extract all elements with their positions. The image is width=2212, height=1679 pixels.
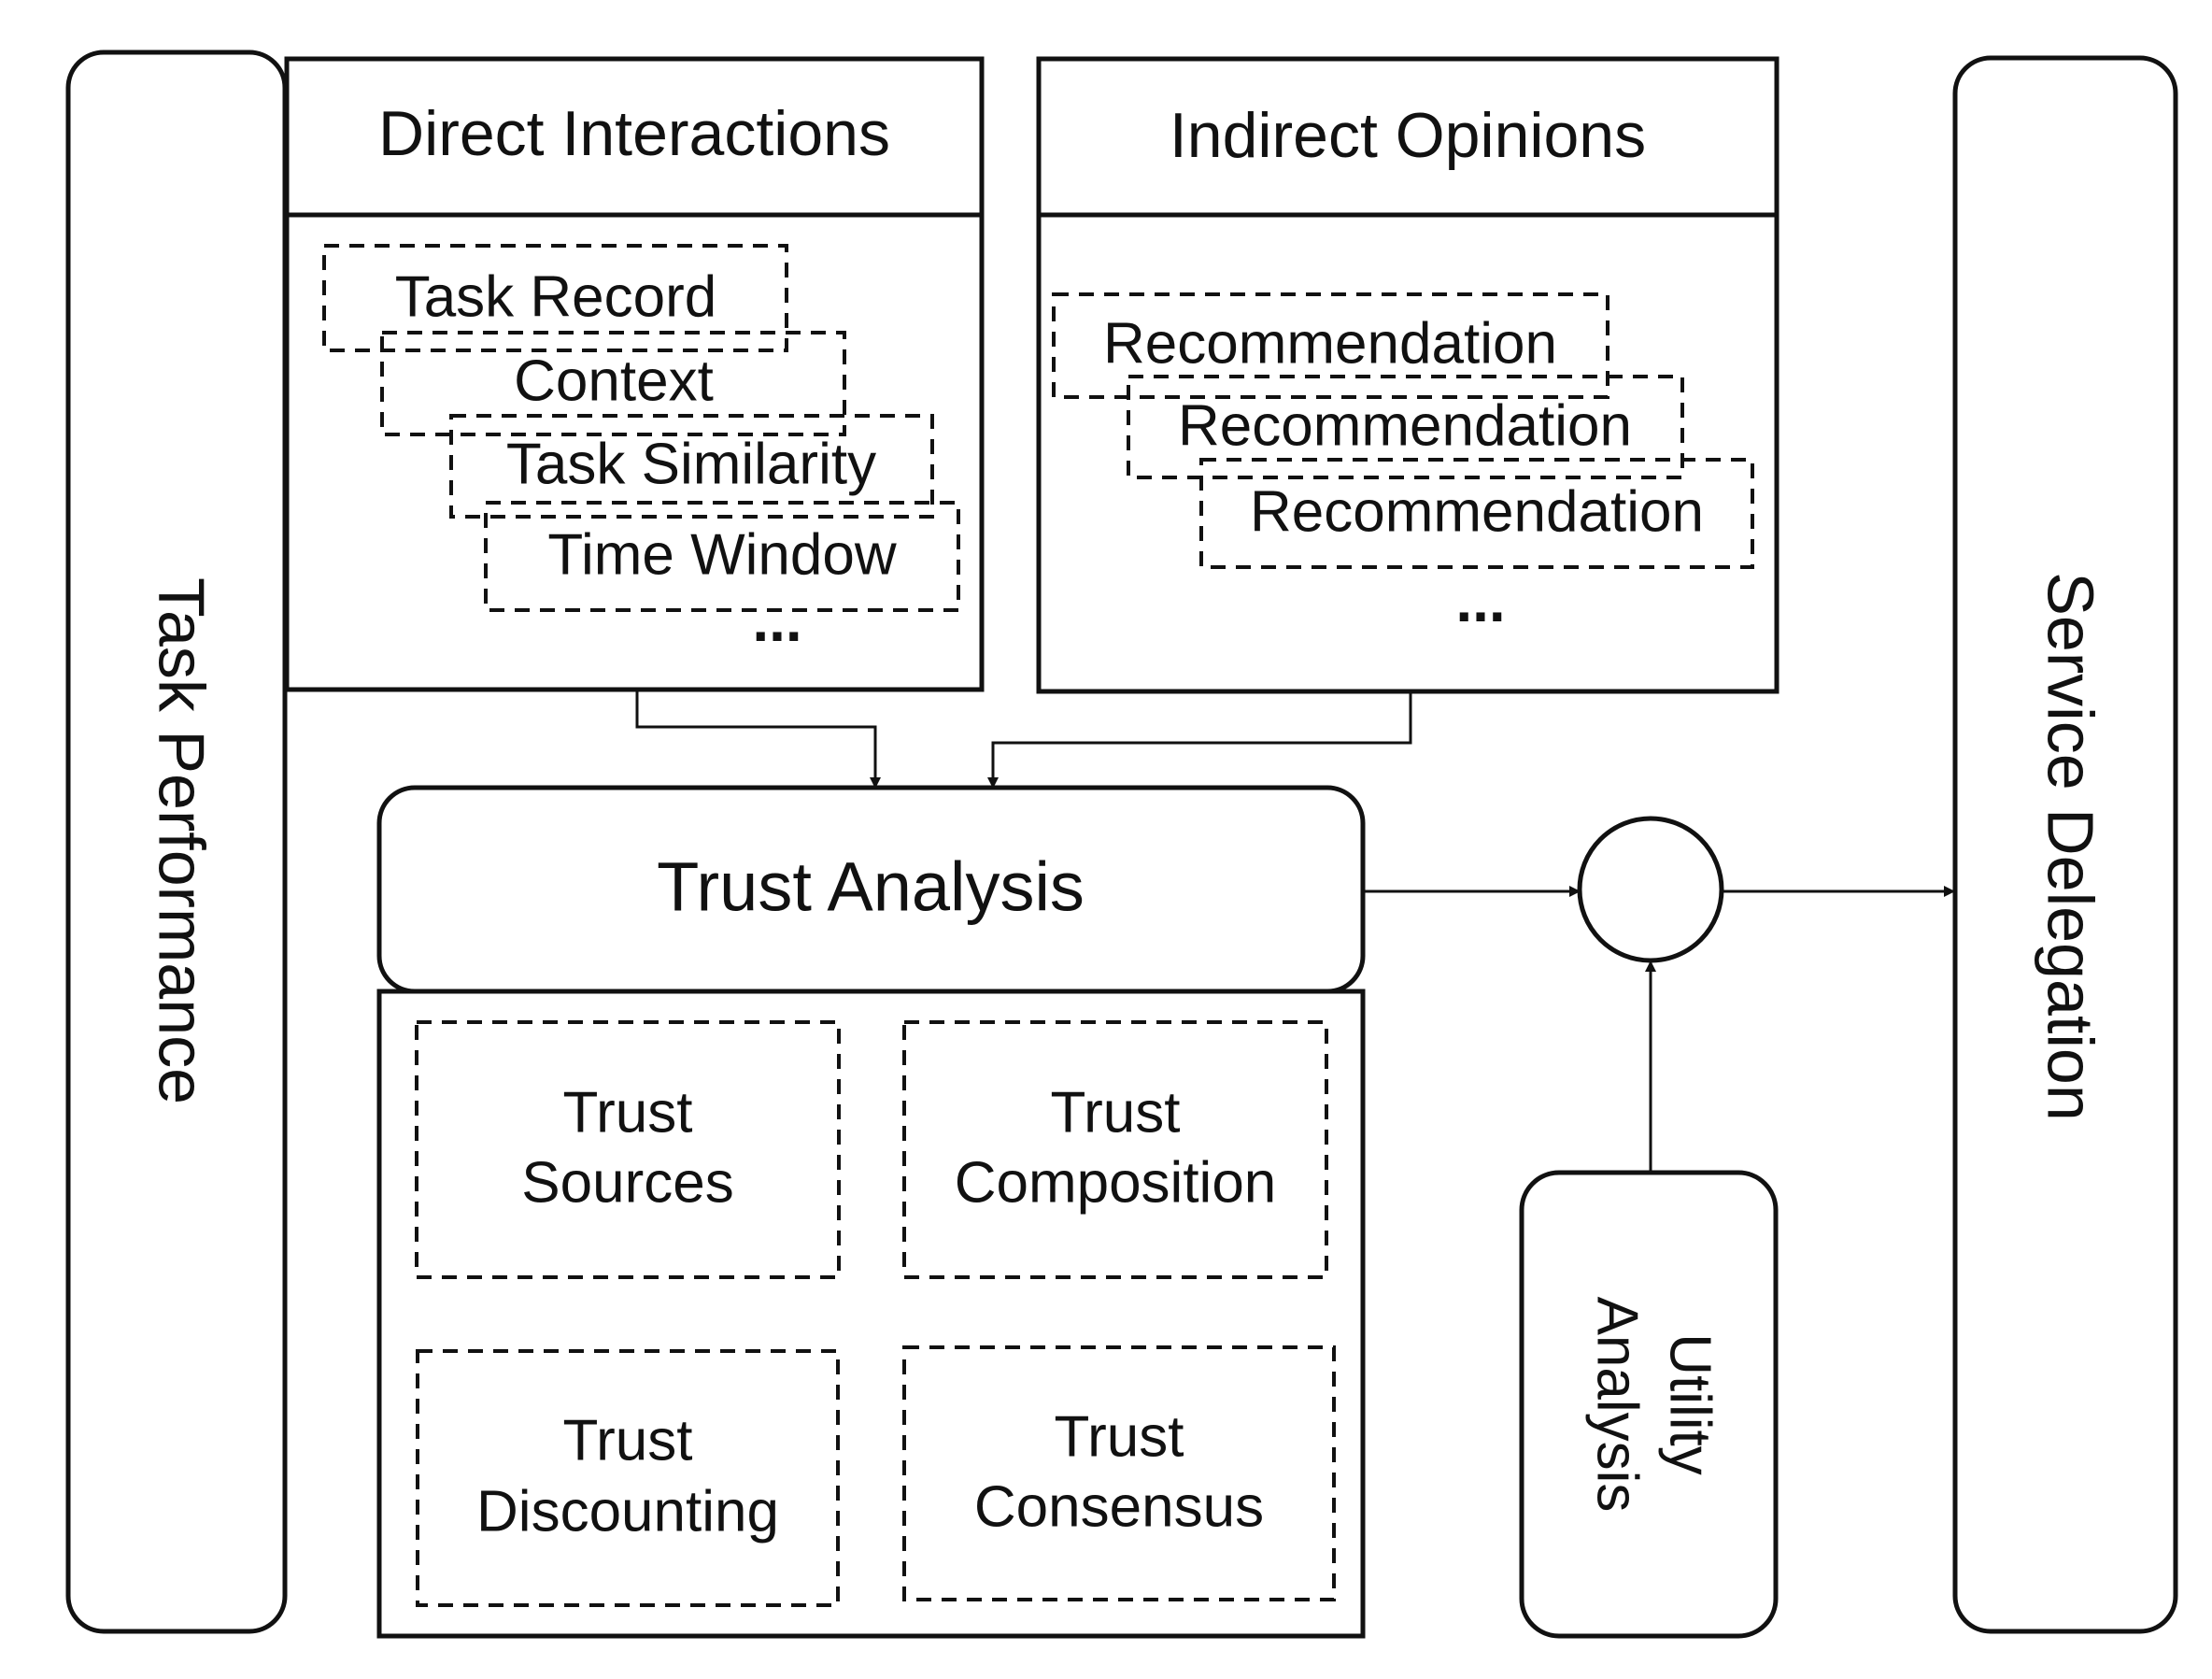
item-context: Context (514, 349, 714, 413)
indirect-opinions-panel: Indirect Opinions Recommendation Recomme… (1036, 56, 1780, 694)
task-performance-panel: Task Performance (65, 50, 288, 1634)
direct-to-trust-arrow (635, 691, 881, 789)
trust-sources-line2: Sources (521, 1150, 733, 1215)
trust-analysis-group: Trust Analysis Trust Sources Trust Compo… (376, 785, 1366, 1639)
service-delegation-label: Service Delegation (2035, 572, 2107, 1121)
combination-node (1577, 816, 1724, 963)
item-box-context (380, 331, 846, 436)
item-time-window: Time Window (547, 522, 896, 587)
trust-discounting-line2: Discounting (476, 1479, 779, 1544)
utility-analysis-line1: Utility (1658, 1333, 1723, 1475)
item-task-record: Task Record (395, 264, 717, 329)
direct-interactions-body (284, 212, 985, 692)
item-box-recommendation-3 (1199, 458, 1754, 569)
indirect-opinions-title: Indirect Opinions (1170, 100, 1646, 171)
item-recommendation-2: Recommendation (1178, 393, 1632, 458)
trust-composition-box (902, 1020, 1328, 1279)
utility-analysis-panel: Utility Analysis (1519, 1170, 1779, 1639)
item-task-similarity: Task Similarity (506, 432, 876, 496)
trust-discounting-box (416, 1349, 840, 1607)
trust-analysis-title: Trust Analysis (657, 848, 1085, 926)
trust-sources-line1: Trust (563, 1080, 693, 1145)
item-box-time-window (484, 501, 960, 612)
trust-composition-line2: Composition (955, 1150, 1277, 1215)
service-delegation-panel: Service Delegation (1952, 55, 2178, 1634)
trust-consensus-line2: Consensus (974, 1474, 1264, 1539)
trust-discounting-line1: Trust (563, 1408, 693, 1473)
direct-interactions-panel: Direct Interactions Task Record Context … (284, 56, 985, 692)
indirect-opinions-body (1036, 212, 1780, 694)
item-recommendation-1: Recommendation (1103, 311, 1557, 376)
indirect-to-trust-arrow (987, 693, 1412, 789)
task-performance-box (65, 50, 288, 1634)
item-box-recommendation-1 (1052, 292, 1609, 399)
direct-interactions-title: Direct Interactions (378, 98, 890, 169)
utility-analysis-box (1519, 1170, 1779, 1639)
trust-consensus-line1: Trust (1055, 1404, 1184, 1469)
indirect-opinions-ellipsis: ... (1455, 567, 1505, 634)
utility-analysis-line2: Analysis (1585, 1297, 1650, 1513)
item-recommendation-3: Recommendation (1250, 479, 1704, 544)
item-box-task-similarity (449, 414, 934, 519)
trust-sources-box (415, 1020, 841, 1279)
item-box-task-record (322, 244, 788, 352)
trust-composition-line1: Trust (1051, 1080, 1181, 1145)
direct-interactions-ellipsis: ... (752, 587, 801, 654)
trust-analysis-box (376, 785, 1366, 994)
trust-consensus-box (902, 1345, 1336, 1601)
task-performance-label: Task Performance (146, 577, 219, 1104)
service-delegation-box (1952, 55, 2178, 1634)
